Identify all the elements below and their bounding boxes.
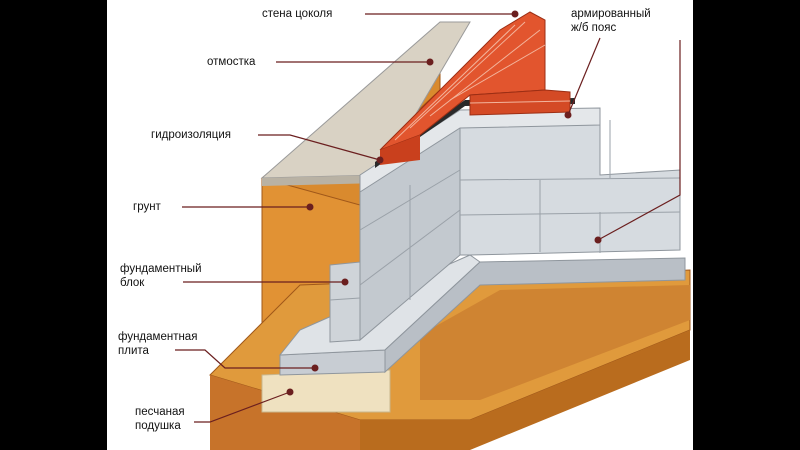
leader-belt-2 <box>597 40 681 241</box>
brick-joints <box>394 21 571 141</box>
leader-slab <box>175 349 315 369</box>
blind-area-surface <box>260 21 471 179</box>
brick-wall-front <box>380 135 420 165</box>
ground-inner <box>420 285 690 400</box>
ground-right-front <box>360 330 690 450</box>
label-soil: грунт <box>133 201 161 213</box>
block-wall-long <box>459 119 681 256</box>
label-block: фундаментный блок <box>120 263 202 289</box>
leader-sand <box>194 391 291 423</box>
blind-area-edge <box>262 175 380 186</box>
label-belt: армированный ж/б пояс <box>571 8 651 34</box>
leader-waterproofing <box>258 134 381 161</box>
label-plinth-wall: стена цоколя <box>262 8 333 20</box>
block-wall-front <box>329 261 361 343</box>
block-joints <box>329 120 681 301</box>
label-blind-area: отмостка <box>207 56 256 68</box>
leader-lines <box>175 13 681 423</box>
label-waterproofing: гидроизоляция <box>151 129 232 141</box>
leader-dots <box>286 10 602 396</box>
label-sand: песчаная подушка <box>135 406 185 432</box>
sand-cushion <box>261 369 391 413</box>
foundation-slab-right <box>384 257 686 374</box>
leader-belt <box>567 37 601 116</box>
label-slab: фундаментная плита <box>118 331 198 357</box>
